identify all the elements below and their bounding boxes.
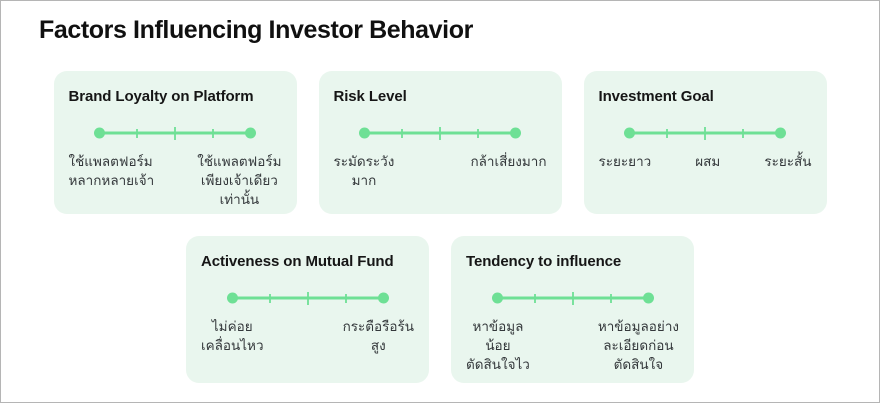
slider-label-left: ไม่ค่อย เคลื่อนไหว (201, 319, 264, 354)
slider-handle-left[interactable] (359, 127, 370, 139)
slider-tick (609, 293, 612, 303)
slider-track (629, 126, 781, 140)
card-row-1: Brand Loyalty on Platform ใช้แพลตฟอร์ม ห… (1, 71, 879, 214)
slider-handle-left[interactable] (491, 292, 503, 304)
page-title: Factors Influencing Investor Behavior (39, 16, 473, 44)
slider-labels: ระยะยาว ผสม ระยะสั้น (599, 152, 812, 171)
card-row-2: Activeness on Mutual Fund ไม่ค่อย เคลื่อ… (1, 236, 879, 383)
slider-labels: หาข้อมูล น้อย ตัดสินใจไว หาข้อมูลอย่าง ล… (466, 317, 679, 374)
slider-label-left: ระยะยาว (598, 154, 652, 169)
card-title: Brand Loyalty on Platform (68, 88, 254, 105)
card-title: Investment Goal (598, 88, 714, 105)
slider-tick-middle (174, 126, 176, 140)
slider-tick-middle (704, 126, 706, 140)
slider-handle-left[interactable] (226, 292, 238, 304)
slider-label-right: กล้าเสี่ยงมาก (470, 154, 547, 169)
slider-label-right: ระยะสั้น (764, 154, 812, 169)
slider-tick (477, 128, 479, 138)
card-risk-level: Risk Level ระมัดระวัง มาก (318, 71, 562, 214)
slider-tick (268, 293, 271, 303)
slider-tick-middle (306, 291, 309, 305)
slider-track (231, 291, 384, 305)
slider-tick-middle (571, 291, 574, 305)
card-title: Activeness on Mutual Fund (201, 253, 394, 270)
slider-handle-right[interactable] (245, 127, 256, 139)
slider-tick-middle (439, 126, 441, 140)
slider-labels: ระมัดระวัง มาก กล้าเสี่ยงมาก (334, 152, 547, 190)
range-slider (359, 126, 521, 140)
card-activeness-on-mutual-fund: Activeness on Mutual Fund ไม่ค่อย เคลื่อ… (186, 236, 429, 383)
slider-label-right: กระตือรือร้น สูง (342, 319, 414, 354)
slider-tick (666, 128, 668, 138)
slider-tick (401, 128, 403, 138)
slider-handle-right[interactable] (510, 127, 521, 139)
slider-label-right: หาข้อมูลอย่าง ละเอียดก่อน ตัดสินใจ (597, 319, 679, 373)
slider-tick (742, 128, 744, 138)
slider-labels: ใช้แพลตฟอร์ม หลากหลายเจ้า ใช้แพลตฟอร์ม เ… (69, 152, 282, 209)
card-tendency-to-influence: Tendency to influence หาข้อมูล น้อย ตัดส… (451, 236, 694, 383)
slider-labels: ไม่ค่อย เคลื่อนไหว กระตือรือร้น สูง (201, 317, 414, 355)
range-slider (624, 126, 786, 140)
range-slider (491, 291, 654, 305)
slider-label-left: หาข้อมูล น้อย ตัดสินใจไว (466, 319, 530, 373)
slider-label-middle: ผสม (695, 154, 721, 169)
slider-label-right: ใช้แพลตฟอร์ม เพียงเจ้าเดียว เท่านั้น (197, 154, 282, 208)
card-brand-loyalty-on-platform: Brand Loyalty on Platform ใช้แพลตฟอร์ม ห… (53, 71, 297, 214)
slider-handle-left[interactable] (94, 127, 105, 139)
slider-handle-right[interactable] (775, 127, 786, 139)
slider-track (364, 126, 516, 140)
card-investment-goal: Investment Goal ระยะยาว ผสม (583, 71, 827, 214)
range-slider (226, 291, 389, 305)
slider-track (99, 126, 251, 140)
range-slider (94, 126, 256, 140)
card-title: Tendency to influence (466, 253, 622, 270)
slider-track (496, 291, 649, 305)
slider-label-left: ระมัดระวัง มาก (333, 154, 395, 189)
slider-handle-right[interactable] (642, 292, 654, 304)
slider-tick (344, 293, 347, 303)
slider-handle-left[interactable] (624, 127, 635, 139)
slider-tick (212, 128, 214, 138)
slider-tick (136, 128, 138, 138)
slider-label-left: ใช้แพลตฟอร์ม หลากหลายเจ้า (68, 154, 155, 189)
card-grid: Brand Loyalty on Platform ใช้แพลตฟอร์ม ห… (1, 71, 879, 383)
slider-handle-right[interactable] (377, 292, 389, 304)
card-title: Risk Level (333, 88, 407, 105)
slider-tick (533, 293, 536, 303)
